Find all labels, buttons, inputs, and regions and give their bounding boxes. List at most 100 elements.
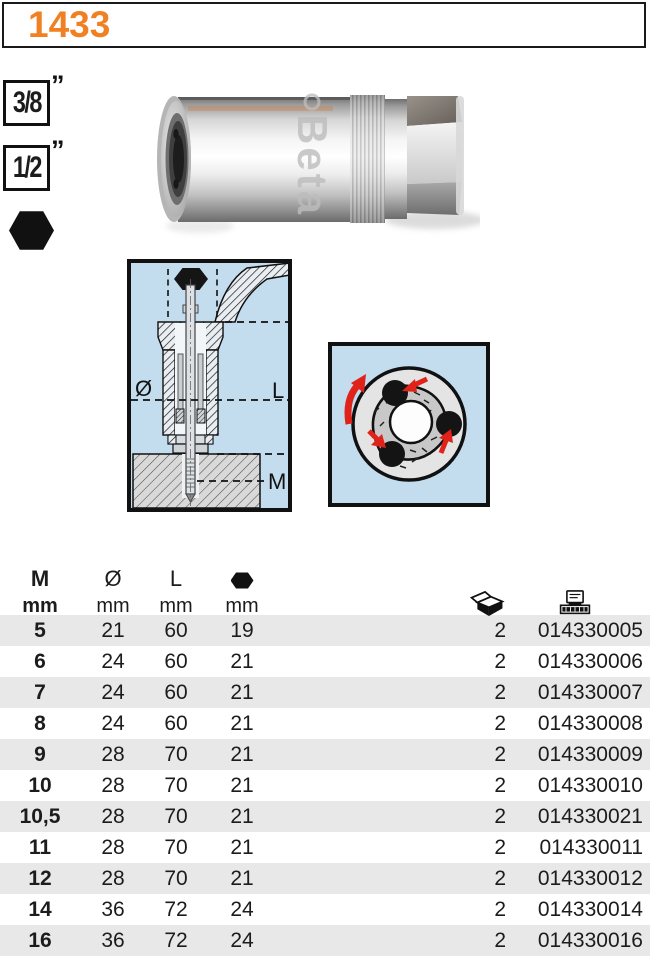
table-header-units: mm mm mm mm (0, 590, 650, 617)
cell-code: 014330006 (537, 650, 643, 673)
brand-engraving: Beta (289, 114, 336, 217)
cell-code: 014330011 (539, 836, 643, 859)
roller (175, 408, 185, 424)
cell-diameter: 36 (101, 898, 125, 921)
hexagon-icon (9, 211, 54, 250)
cell-length: 70 (164, 743, 188, 766)
projection-lines (167, 269, 218, 321)
cell-m: 11 (28, 836, 52, 859)
cell-length: 60 (164, 712, 188, 735)
register-icon (559, 590, 590, 615)
cell-qty: 2 (494, 867, 506, 890)
beta-logo-mark (303, 93, 321, 111)
cell-length: 70 (164, 805, 188, 828)
tool-shadow (385, 211, 480, 229)
cell-hex: 24 (230, 929, 254, 952)
cell-length: 60 (164, 681, 188, 704)
spec-table: M Ø L mm mm mm mm (0, 562, 650, 956)
cell-diameter: 28 (101, 743, 125, 766)
spacer (278, 739, 466, 770)
cell-length: 72 (164, 929, 188, 952)
cell-qty: 2 (494, 712, 506, 735)
col-header-m: M (30, 566, 50, 591)
extractor-front-face (157, 96, 191, 222)
cell-m: 12 (28, 867, 52, 890)
cell-m: 8 (34, 712, 46, 735)
inch-mark: ” (51, 70, 65, 100)
spacer (278, 832, 466, 863)
product-photo: Beta (157, 93, 480, 233)
unit-mm: mm (22, 595, 58, 617)
cell-m: 7 (34, 681, 46, 704)
cell-length: 60 (164, 619, 188, 642)
cell-hex: 21 (230, 650, 254, 673)
cell-code: 014330007 (537, 681, 643, 704)
cell-hex: 21 (230, 681, 254, 704)
unit-mm: mm (225, 595, 259, 617)
cell-length: 70 (164, 867, 188, 890)
cell-qty: 2 (494, 929, 506, 952)
cell-diameter: 28 (101, 867, 125, 890)
rotation-arrows (344, 374, 453, 454)
socket-section (157, 321, 224, 454)
spacer (278, 770, 466, 801)
spacer (278, 801, 466, 832)
cross-section-diagram: Ø L M (127, 259, 292, 512)
cell-code: 014330009 (537, 743, 643, 766)
cell-diameter: 24 (101, 712, 125, 735)
cell-hex: 21 (230, 805, 254, 828)
cell-qty: 2 (494, 898, 506, 921)
spacer (278, 677, 466, 708)
cell-code: 014330012 (537, 867, 643, 890)
cell-m: 9 (34, 743, 46, 766)
stud (182, 279, 199, 506)
dimension-lines (131, 321, 288, 482)
col-header-hex (206, 572, 278, 590)
cell-m: 10,5 (19, 805, 61, 828)
unit-mm: mm (96, 595, 130, 617)
cell-code: 014330008 (537, 712, 643, 735)
cell-diameter: 36 (101, 929, 125, 952)
drive-size-label: 1/2 (12, 151, 42, 184)
cell-diameter: 21 (101, 619, 125, 642)
cell-m: 5 (34, 619, 46, 642)
code-column-header (506, 590, 643, 617)
cell-m: 14 (28, 898, 52, 921)
inch-mark: ” (51, 135, 65, 165)
knurled-ring (350, 95, 385, 223)
collar (385, 99, 407, 219)
spacer (278, 863, 466, 894)
cell-length: 60 (164, 650, 188, 673)
cell-qty: 2 (494, 774, 506, 797)
length-label: L (272, 378, 284, 403)
box-icon (469, 590, 505, 617)
col-header-length: L (169, 566, 183, 591)
cell-qty: 2 (494, 743, 506, 766)
product-code-header: 1433 (2, 2, 646, 48)
cell-diameter: 24 (101, 650, 125, 673)
spacer (278, 925, 466, 956)
table-header-labels: M Ø L (0, 562, 650, 590)
stud-depth-label: M (268, 469, 286, 494)
cell-qty: 2 (494, 619, 506, 642)
cell-hex: 21 (230, 867, 254, 890)
hex-end (407, 96, 464, 215)
spacer (278, 894, 466, 925)
cell-m: 10 (28, 774, 52, 797)
cell-code: 014330016 (537, 929, 643, 952)
cell-qty: 2 (494, 836, 506, 859)
cell-qty: 2 (494, 650, 506, 673)
cell-diameter: 24 (101, 681, 125, 704)
cell-hex: 19 (230, 619, 254, 642)
cell-code: 014330005 (537, 619, 643, 642)
drive-size-badge-1-2: 1/2 (3, 145, 50, 191)
roller (436, 411, 462, 437)
cell-m: 6 (34, 650, 46, 673)
table-row: 6 24 60 21 2 014330006 (0, 646, 650, 677)
